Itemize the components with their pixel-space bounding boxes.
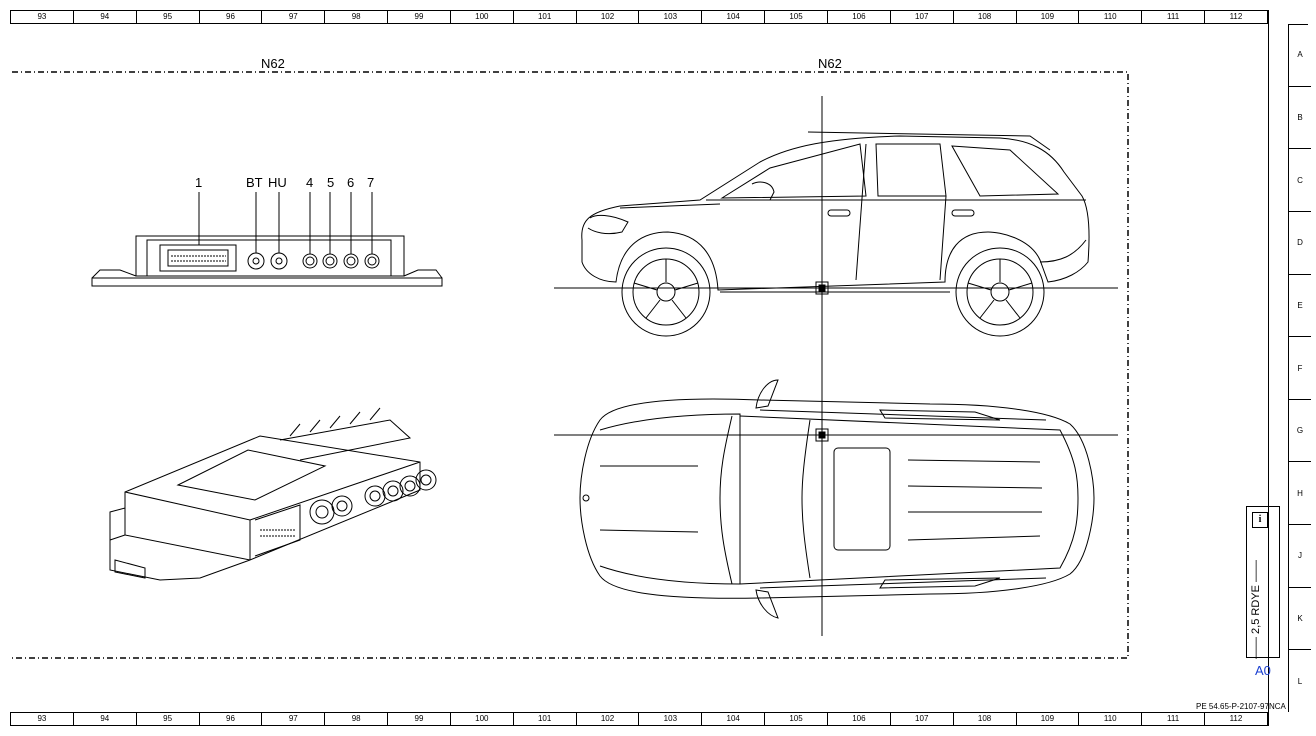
top-ruler-cell-104: 104 xyxy=(701,11,764,23)
bottom-ruler-cell-101: 101 xyxy=(512,713,576,725)
top-ruler-cell-99: 99 xyxy=(387,11,450,23)
location-crosshair xyxy=(554,96,1118,636)
top-ruler-cell-101: 101 xyxy=(512,11,576,23)
side-ruler-cell-g: G xyxy=(1289,398,1311,462)
vehicle-top-view xyxy=(579,379,1095,619)
bottom-ruler-cell-112: 112 xyxy=(1204,713,1267,725)
bottom-ruler-cell-111: 111 xyxy=(1141,713,1204,725)
wire-legend-box: i —— 2,5 RDYE —— xyxy=(1246,506,1280,659)
top-ruler-cell-103: 103 xyxy=(638,11,701,23)
connector-label-bt: BT xyxy=(246,175,263,190)
left-component-title: N62 xyxy=(261,56,285,71)
bottom-ruler-cell-105: 105 xyxy=(764,713,827,725)
top-ruler-cell-102: 102 xyxy=(575,11,639,23)
right-component-title: N62 xyxy=(818,56,842,71)
top-ruler-cell-109: 109 xyxy=(1015,11,1079,23)
top-ruler-cell-107: 107 xyxy=(889,11,953,23)
connector-label-7: 7 xyxy=(367,175,375,190)
vehicle-side-view xyxy=(581,131,1090,337)
connector-label-hu: HU xyxy=(268,175,287,190)
top-ruler-cell-106: 106 xyxy=(826,11,890,23)
control-unit-isometric-view xyxy=(109,407,437,581)
bottom-ruler-cell-103: 103 xyxy=(638,713,701,725)
bottom-ruler-cell-98: 98 xyxy=(324,713,387,725)
connector-label-5: 5 xyxy=(327,175,335,190)
wire-color-label: —— 2,5 RDYE —— xyxy=(1250,559,1262,659)
bottom-ruler-cell-93: 93 xyxy=(37,714,47,723)
frame-line-right xyxy=(1268,10,1269,726)
side-ruler-cell-e: E xyxy=(1289,273,1311,337)
bottom-ruler-cell-109: 109 xyxy=(1015,713,1079,725)
side-ruler-cell-a: A xyxy=(1297,50,1303,60)
bottom-ruler-cell-97: 97 xyxy=(261,713,324,725)
info-icon[interactable]: i xyxy=(1252,512,1268,528)
bottom-ruler-cell-100: 100 xyxy=(449,713,513,725)
top-ruler-cell-95: 95 xyxy=(135,11,199,23)
ground-reference-link[interactable]: A0 xyxy=(1255,663,1271,678)
bottom-ruler-cell-110: 110 xyxy=(1078,713,1141,725)
side-ruler-cell-h: H xyxy=(1289,461,1311,524)
top-ruler-cell-98: 98 xyxy=(324,11,387,23)
bottom-ruler-cell-104: 104 xyxy=(701,713,764,725)
top-ruler-cell-105: 105 xyxy=(764,11,827,23)
bottom-ruler-cell-96: 96 xyxy=(198,713,262,725)
bottom-ruler-cell-95: 95 xyxy=(135,713,199,725)
connector-label-1: 1 xyxy=(195,175,203,190)
frame-line-side-top xyxy=(1288,24,1308,25)
side-ruler-cell-j: J xyxy=(1289,524,1311,587)
side-ruler-cell-k: K xyxy=(1289,586,1311,650)
top-ruler-cell-110: 110 xyxy=(1078,11,1141,23)
control-unit-front-view xyxy=(91,192,443,287)
top-ruler-cell-93: 93 xyxy=(37,12,47,21)
top-ruler-cell-96: 96 xyxy=(198,11,262,23)
bottom-ruler-cell-94: 94 xyxy=(72,713,136,725)
document-code: PE 54.65-P-2107-97NCA xyxy=(1196,702,1286,711)
side-ruler-cell-c: C xyxy=(1289,148,1311,211)
top-ruler-cell-111: 111 xyxy=(1141,11,1204,23)
top-ruler-cell-94: 94 xyxy=(72,11,136,23)
bottom-ruler-cell-99: 99 xyxy=(387,713,450,725)
bottom-ruler-cell-102: 102 xyxy=(575,713,639,725)
top-ruler-cell-108: 108 xyxy=(952,11,1016,23)
side-ruler-cell-f: F xyxy=(1289,336,1311,399)
connector-label-6: 6 xyxy=(347,175,355,190)
top-ruler-cell-97: 97 xyxy=(261,11,324,23)
side-ruler-cell-l: L xyxy=(1289,649,1311,712)
top-ruler-cell-100: 100 xyxy=(449,11,513,23)
bottom-ruler-cell-106: 106 xyxy=(826,713,890,725)
connector-label-4: 4 xyxy=(306,175,314,190)
component-boundary-dashed xyxy=(12,71,1129,659)
bottom-ruler-cell-108: 108 xyxy=(952,713,1016,725)
bottom-ruler-cell-107: 107 xyxy=(889,713,953,725)
side-ruler-cell-b: B xyxy=(1289,85,1311,149)
side-ruler-cell-d: D xyxy=(1289,210,1311,274)
top-ruler-cell-112: 112 xyxy=(1204,11,1267,23)
